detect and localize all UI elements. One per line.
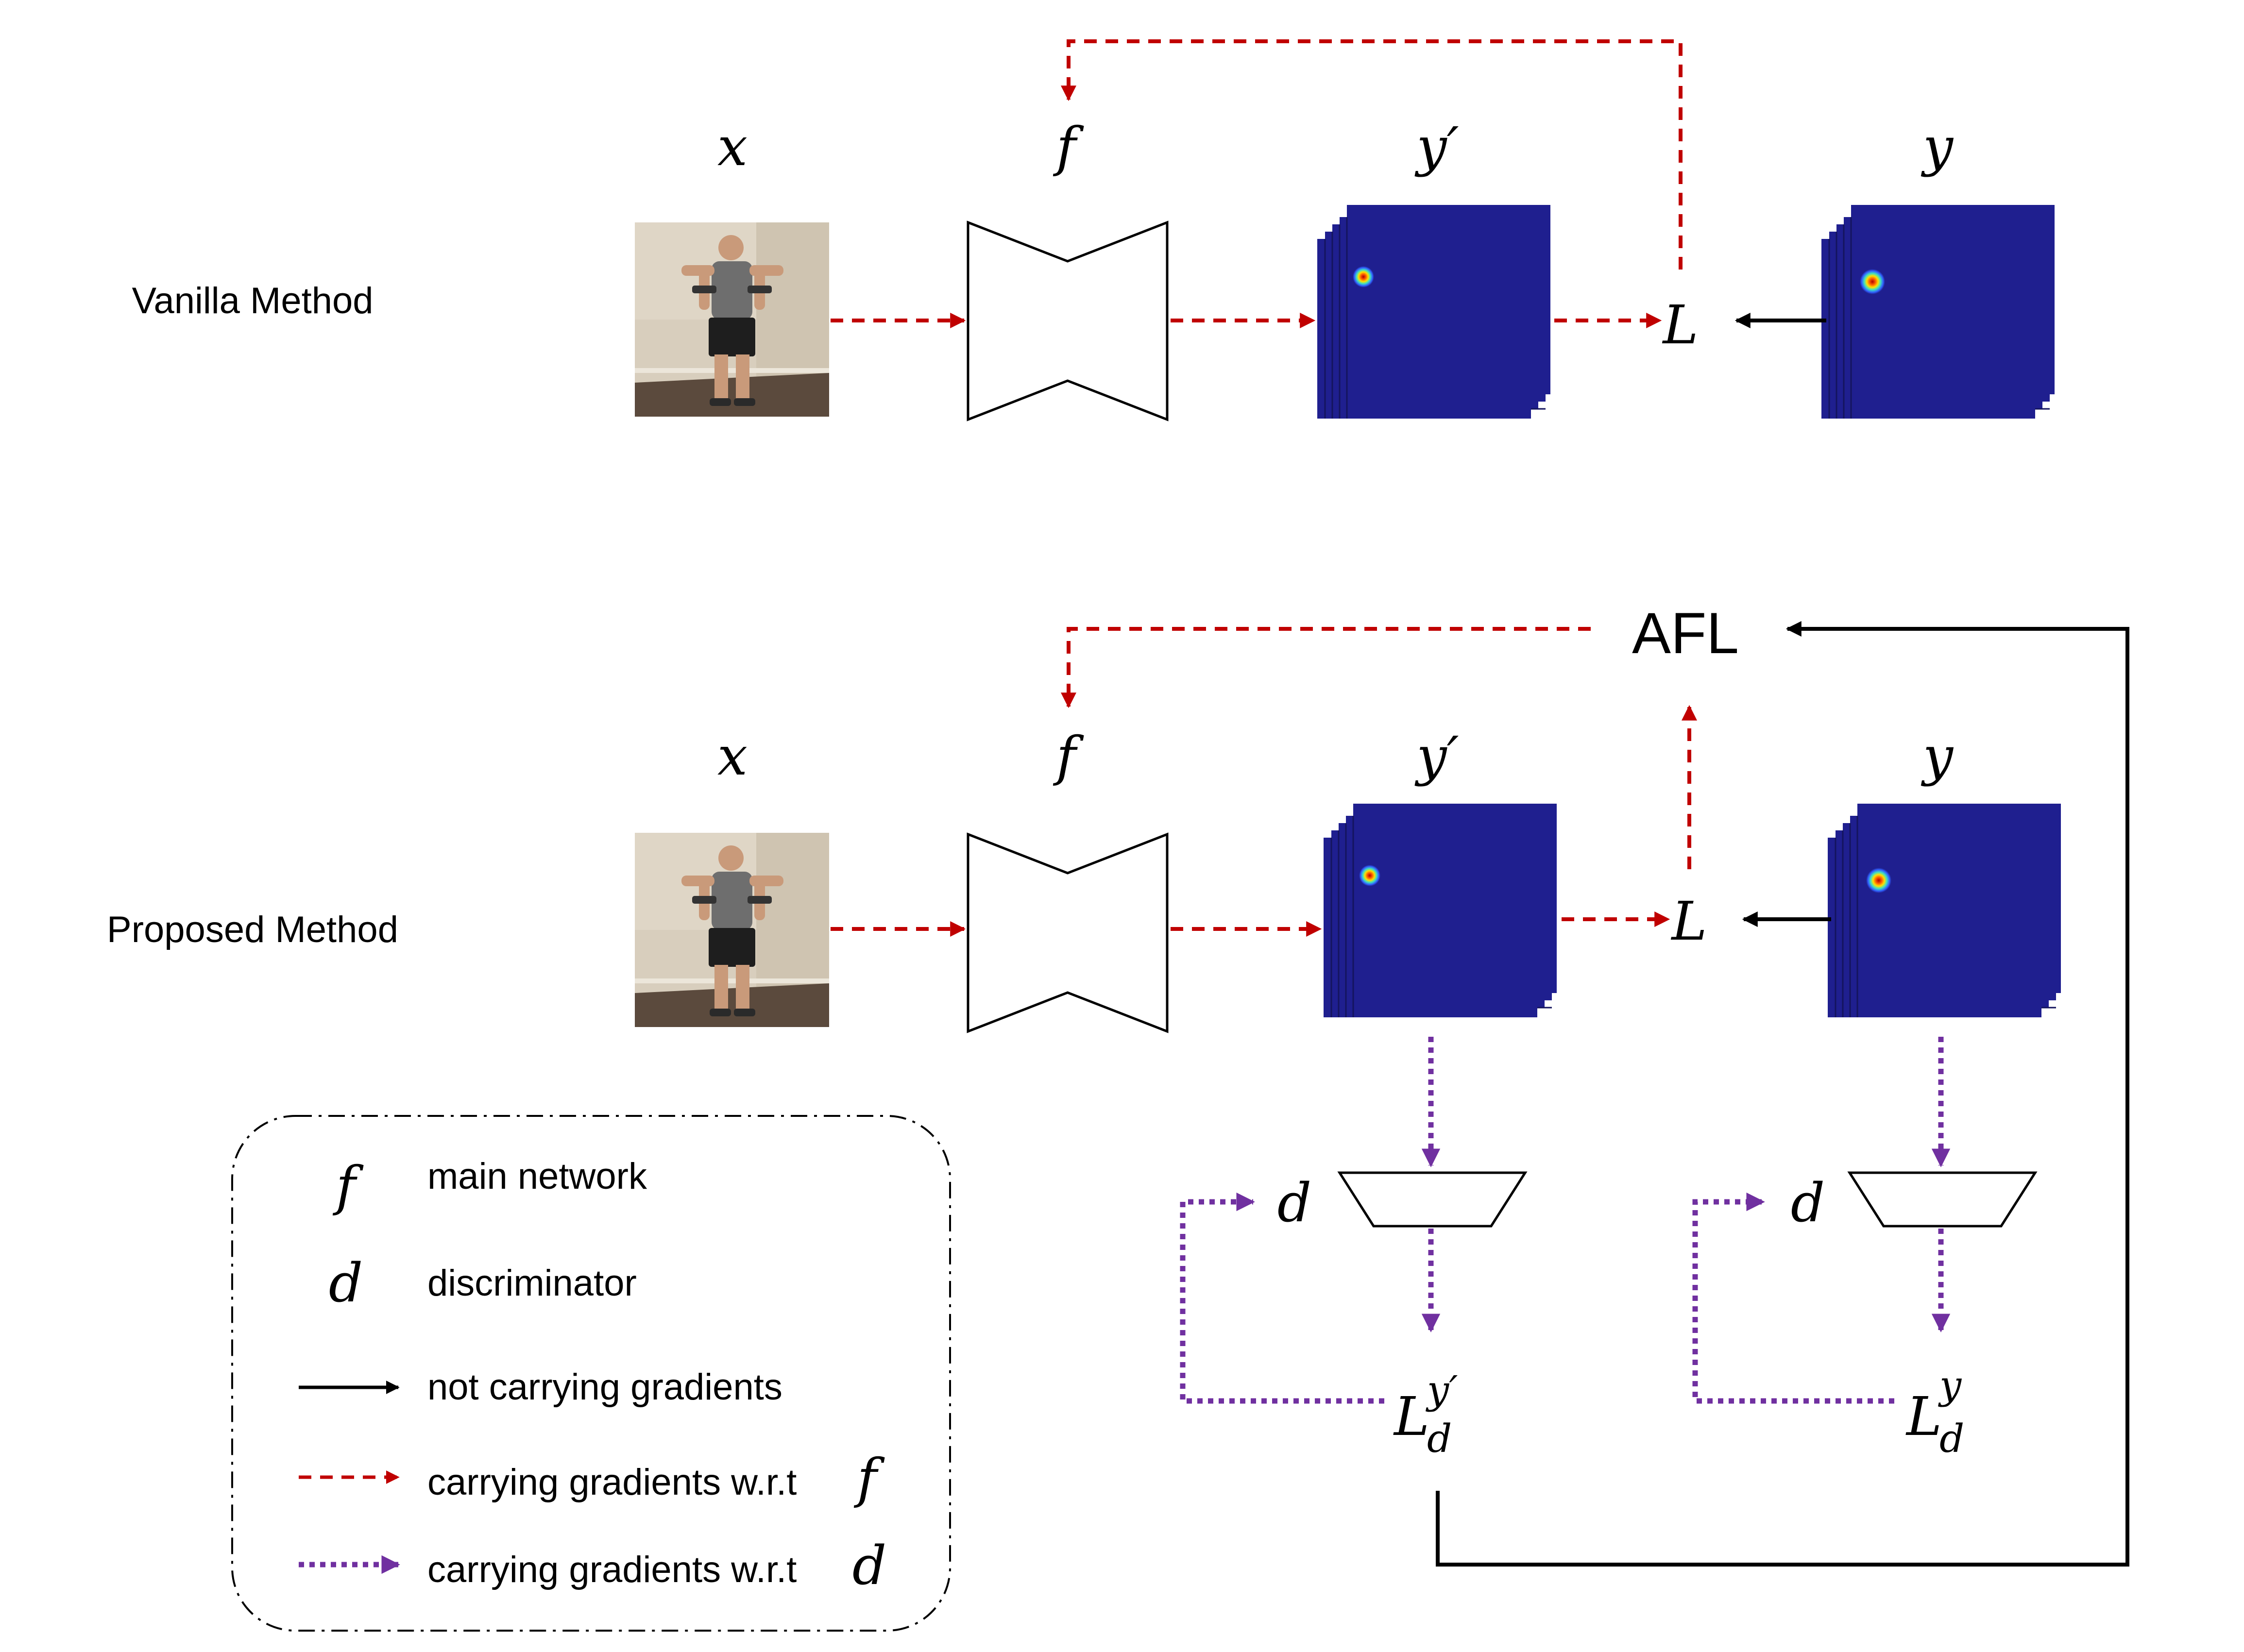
proposed-method-label: Proposed Method	[107, 909, 398, 950]
proposed-f-symbol: f	[1053, 725, 1084, 787]
vanilla-y-symbol: y	[1921, 116, 1954, 178]
legend-not-carrying-text: not carrying gradients	[427, 1366, 782, 1408]
ld-right-sub: d	[1939, 1416, 1964, 1461]
legend-d-symbol: d	[329, 1252, 363, 1314]
proposed-afl-feedback-arrow	[1061, 627, 1591, 708]
legend-box	[231, 1115, 951, 1632]
ld-left-sub: d	[1427, 1416, 1452, 1461]
ld-left-sup: y′	[1426, 1367, 1458, 1413]
ld-right-base: L	[1905, 1385, 1942, 1448]
vanilla-f-symbol: f	[1053, 116, 1084, 178]
legend-carrying-f-symbol: f	[854, 1447, 885, 1509]
discriminator-right-symbol: d	[1791, 1172, 1825, 1234]
proposed-ground-truth-heatmap	[1827, 803, 2062, 1018]
proposed-loss-symbol: L	[1670, 890, 1707, 952]
proposed-input-photo	[635, 833, 829, 1027]
vanilla-feedback-arrow	[1061, 39, 1683, 270]
discriminator-left-shape	[1337, 1171, 1528, 1228]
legend-carrying-f-text: carrying gradients w.r.t	[427, 1462, 797, 1503]
vanilla-ground-truth-heatmap	[1820, 204, 2056, 420]
legend-f-symbol: f	[333, 1155, 364, 1217]
legend-carrying-d-text: carrying gradients w.r.t	[427, 1549, 797, 1590]
discriminator-right-shape	[1847, 1171, 2038, 1228]
legend-carrying-d-symbol: d	[852, 1534, 886, 1597]
ld-left-base: L	[1393, 1385, 1429, 1448]
purple-arrow-ld-right-feedback	[1692, 1192, 1894, 1404]
vanilla-loss-symbol: L	[1662, 294, 1698, 356]
afl-label: AFL	[1632, 601, 1739, 666]
vanilla-x-symbol: x	[717, 116, 748, 178]
ld-left-label: Ly′d	[1393, 1367, 1458, 1461]
proposed-x-symbol: x	[717, 725, 748, 787]
ld-right-sup: y	[1938, 1363, 1962, 1408]
legend-discriminator-text: discriminator	[427, 1263, 637, 1304]
proposed-y-pred-symbol: y′	[1414, 725, 1459, 787]
vanilla-input-photo	[635, 222, 829, 417]
ld-to-afl-arrow	[1436, 621, 2129, 1567]
proposed-y-symbol: y	[1921, 725, 1954, 787]
vanilla-prediction-heatmap	[1316, 204, 1551, 420]
proposed-network-shape	[967, 832, 1169, 1033]
legend-main-network-text: main network	[427, 1156, 647, 1197]
vanilla-network-shape	[967, 220, 1169, 421]
vanilla-y-pred-symbol: y′	[1414, 116, 1459, 178]
purple-arrow-ld-left-feedback	[1180, 1192, 1384, 1404]
proposed-prediction-heatmap	[1323, 803, 1558, 1018]
discriminator-left-symbol: d	[1277, 1172, 1311, 1234]
vanilla-method-label: Vanilla Method	[132, 280, 373, 321]
